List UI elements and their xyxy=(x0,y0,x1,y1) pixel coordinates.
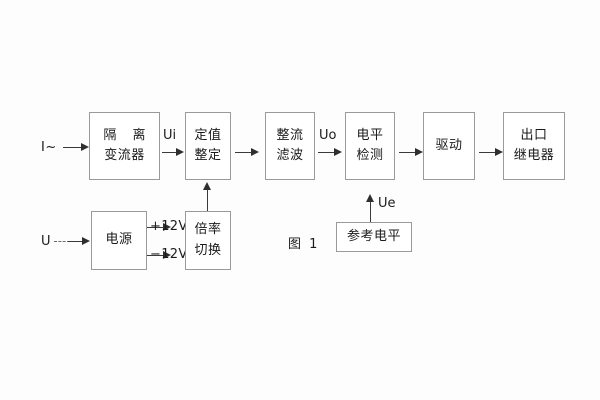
connector-reference-to-level xyxy=(370,200,371,222)
connector-voltage-to-power xyxy=(68,241,84,242)
signal-label-ui: Ui xyxy=(163,128,177,143)
block-setting-value[interactable]: 定值 整定 xyxy=(185,112,231,180)
arrowhead-voltage-to-power xyxy=(82,236,90,245)
input-current-label: I~ xyxy=(41,140,57,155)
block-rectify-filter-line-2: 滤波 xyxy=(276,148,304,163)
figure-caption: 图 1 xyxy=(288,237,320,252)
signal-label-uo: Uo xyxy=(319,128,337,143)
block-drive-line-1: 驱动 xyxy=(435,137,463,153)
block-setting-value-line-1: 定值 xyxy=(194,127,222,143)
arrowhead-drive-to-relay xyxy=(495,147,503,156)
block-multiplier-switch-line-1: 倍率 xyxy=(194,222,222,238)
rail-label-negative: −12V xyxy=(150,247,188,262)
block-reference-level[interactable]: 参考电平 xyxy=(336,222,412,252)
arrowhead-input-to-isolation xyxy=(81,142,89,151)
connector-rectify-to-level xyxy=(318,152,336,153)
block-isolation-ct[interactable]: 隔 离 变流器 xyxy=(89,112,160,180)
arrowhead-multiplier-to-setting xyxy=(202,182,211,190)
block-output-relay-line-1: 出口 xyxy=(520,127,548,143)
connector-multiplier-to-setting xyxy=(207,189,208,211)
arrowhead-rectify-to-level xyxy=(334,147,342,156)
connector-input-to-isolation xyxy=(63,147,83,148)
connector-rail-negative xyxy=(147,255,165,256)
connector-drive-to-relay xyxy=(479,152,497,153)
block-drive[interactable]: 驱动 xyxy=(423,112,475,180)
arrowhead-setting-to-rectify xyxy=(251,147,259,156)
block-rectify-filter-line-1: 整流 xyxy=(276,127,304,143)
arrowhead-rail-positive xyxy=(163,222,171,231)
block-reference-level-line-1: 参考电平 xyxy=(346,228,401,244)
signal-label-ue: Ue xyxy=(378,196,396,211)
connector-isolation-to-setting xyxy=(162,152,178,153)
block-power-supply[interactable]: 电源 xyxy=(91,211,147,270)
block-level-detect-line-2: 检测 xyxy=(356,148,384,163)
arrowhead-reference-to-level xyxy=(365,194,374,202)
arrowhead-isolation-to-setting xyxy=(176,147,184,156)
block-multiplier-switch[interactable]: 倍率 切换 xyxy=(185,211,231,270)
block-multiplier-switch-line-2: 切换 xyxy=(194,242,222,258)
block-isolation-ct-line-1: 隔 离 xyxy=(103,127,152,143)
connector-level-to-drive xyxy=(399,152,417,153)
block-level-detect[interactable]: 电平 检测 xyxy=(345,112,395,180)
arrowhead-level-to-drive xyxy=(415,147,423,156)
connector-setting-to-rectify xyxy=(235,152,253,153)
arrowhead-rail-negative xyxy=(163,250,171,259)
block-output-relay-line-2: 继电器 xyxy=(513,148,555,163)
block-rectify-filter[interactable]: 整流 滤波 xyxy=(265,112,315,180)
block-power-supply-line-1: 电源 xyxy=(105,232,133,248)
connector-rail-positive xyxy=(147,227,165,228)
rail-label-positive: +12V xyxy=(150,219,188,234)
input-voltage-label: U xyxy=(41,234,52,249)
connector-voltage-lead xyxy=(54,241,70,242)
block-level-detect-line-1: 电平 xyxy=(356,127,384,143)
block-isolation-ct-line-2: 变流器 xyxy=(104,148,145,163)
block-setting-value-line-2: 整定 xyxy=(194,148,222,163)
block-output-relay[interactable]: 出口 继电器 xyxy=(503,112,565,180)
